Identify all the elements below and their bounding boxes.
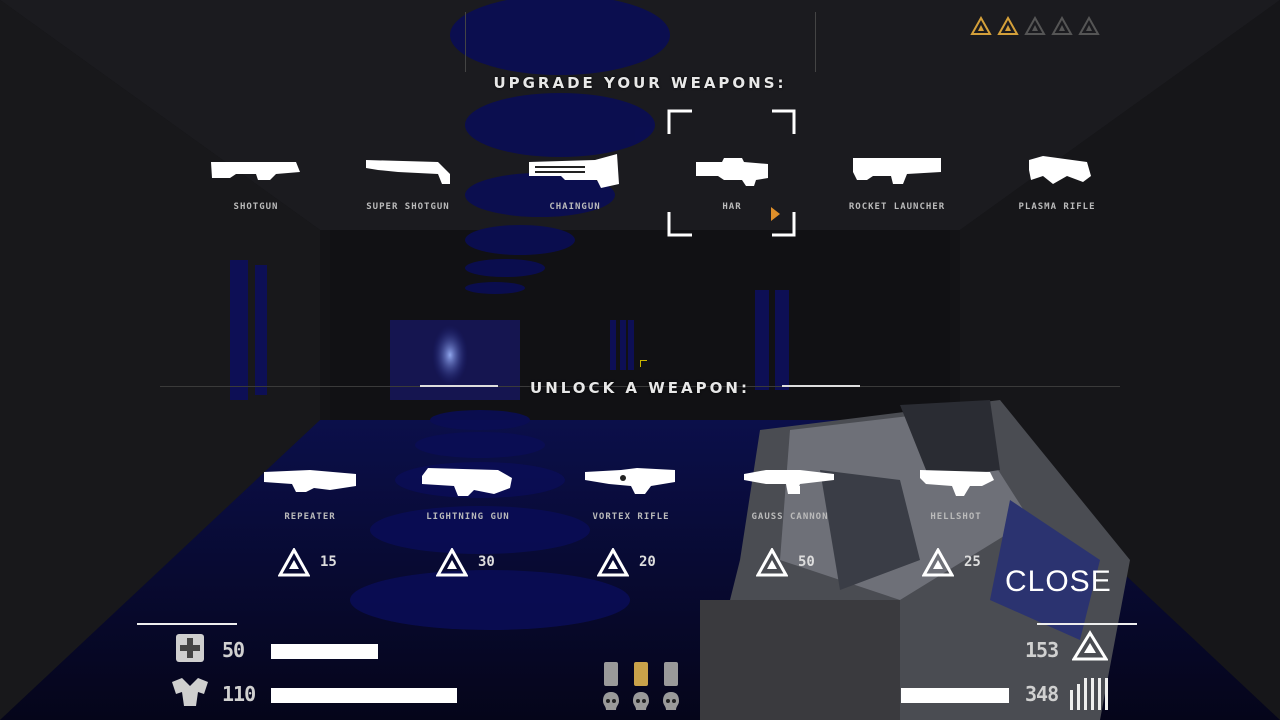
unlock-weapon-gauss-cannon[interactable]: GAUSS CANNON bbox=[720, 460, 860, 540]
upgrade-token-row bbox=[970, 16, 1110, 36]
keycard-icon bbox=[634, 662, 648, 686]
hud-line bbox=[137, 623, 237, 625]
unlock-title: UNLOCK A WEAPON: bbox=[530, 379, 750, 397]
unlock-weapon-lightning-gun[interactable]: LIGHTNING GUN bbox=[398, 460, 538, 540]
health-bar bbox=[271, 644, 378, 659]
skull-icon bbox=[663, 692, 679, 710]
upgrade-weapon-har[interactable]: HAR bbox=[662, 150, 802, 230]
upgrade-token-icon bbox=[921, 546, 955, 577]
health-value: 50 bbox=[222, 638, 245, 662]
skull-icon bbox=[603, 692, 619, 710]
selection-brackets bbox=[667, 109, 796, 237]
armor-value: 110 bbox=[222, 682, 256, 706]
points-value: 153 bbox=[1025, 638, 1059, 662]
cost-value: 25 bbox=[964, 554, 981, 570]
divider-line bbox=[160, 386, 1120, 387]
unlock-weapon-repeater[interactable]: REPEATER bbox=[240, 460, 380, 540]
har-icon bbox=[696, 158, 768, 186]
close-button[interactable]: CLOSE bbox=[1005, 565, 1112, 598]
divider-accent bbox=[782, 385, 860, 387]
weapon-label: REPEATER bbox=[284, 512, 336, 522]
cost-repeater: 15 bbox=[277, 546, 368, 578]
weapon-label: GAUSS CANNON bbox=[751, 512, 829, 522]
shotgun-icon bbox=[211, 162, 300, 180]
upgrade-token-icon bbox=[277, 546, 311, 577]
weapon-label: PLASMA RIFLE bbox=[1018, 202, 1096, 212]
weapon-label: HAR bbox=[722, 202, 742, 212]
upgrade-token-icon bbox=[1072, 630, 1108, 661]
upgrade-title: UPGRADE YOUR WEAPONS: bbox=[493, 74, 787, 92]
skull-icon bbox=[633, 692, 649, 710]
upgrade-token-icon bbox=[435, 546, 469, 577]
weapon-label: CHAINGUN bbox=[549, 202, 601, 212]
plasma-rifle-icon bbox=[1029, 156, 1091, 184]
frame-line bbox=[465, 12, 466, 72]
weapon-label: LIGHTNING GUN bbox=[426, 512, 510, 522]
divider-accent bbox=[420, 385, 498, 387]
cost-value: 20 bbox=[639, 554, 656, 570]
vortex-rifle-icon bbox=[585, 468, 675, 494]
upgrade-weapon-chaingun[interactable]: CHAINGUN bbox=[505, 150, 645, 230]
unlock-weapon-vortex-rifle[interactable]: VORTEX RIFLE bbox=[561, 460, 701, 540]
armor-bar bbox=[271, 688, 457, 703]
keycard-icon bbox=[664, 662, 678, 686]
token-filled-icon bbox=[997, 16, 1019, 35]
weapon-label: SHOTGUN bbox=[233, 202, 279, 212]
repeater-icon bbox=[264, 470, 356, 492]
keycard-row bbox=[598, 660, 688, 718]
hellshot-icon bbox=[920, 470, 994, 496]
cost-hellshot: 25 bbox=[921, 546, 1012, 578]
weapon-label: VORTEX RIFLE bbox=[592, 512, 670, 522]
weapon-label: ROCKET LAUNCHER bbox=[848, 202, 946, 212]
lightning-gun-icon bbox=[422, 468, 512, 496]
upgrade-weapon-super-shotgun[interactable]: SUPER SHOTGUN bbox=[338, 150, 478, 230]
upgrade-token-icon bbox=[596, 546, 630, 577]
upgrade-weapon-shotgun[interactable]: SHOTGUN bbox=[186, 150, 326, 230]
ammo-bar bbox=[901, 688, 1009, 703]
cursor-arrow-icon bbox=[771, 207, 780, 221]
crosshair bbox=[640, 360, 647, 367]
upgrade-weapon-plasma-rifle[interactable]: PLASMA RIFLE bbox=[987, 150, 1127, 230]
token-filled-icon bbox=[970, 16, 992, 35]
armor-icon bbox=[172, 678, 208, 706]
upgrade-weapon-rocket-launcher[interactable]: ROCKET LAUNCHER bbox=[827, 150, 967, 230]
token-empty-icon bbox=[1078, 16, 1100, 35]
ammo-value: 348 bbox=[1025, 682, 1059, 706]
cost-value: 15 bbox=[320, 554, 337, 570]
health-icon bbox=[176, 634, 204, 662]
upgrade-token-icon bbox=[755, 546, 789, 577]
frame-line bbox=[815, 12, 816, 72]
token-empty-icon bbox=[1024, 16, 1046, 35]
keycard-icon bbox=[604, 662, 618, 686]
gauss-cannon-icon bbox=[744, 470, 834, 494]
token-empty-icon bbox=[1051, 16, 1073, 35]
weapon-label: SUPER SHOTGUN bbox=[366, 202, 450, 212]
ammo-icon bbox=[1070, 678, 1108, 710]
hud-line bbox=[1037, 623, 1137, 625]
weapon-label: HELLSHOT bbox=[930, 512, 982, 522]
cost-gauss-cannon: 50 bbox=[755, 546, 846, 578]
rocket-launcher-icon bbox=[853, 158, 941, 184]
chaingun-icon bbox=[529, 154, 619, 188]
cost-lightning-gun: 30 bbox=[435, 546, 526, 578]
super-shotgun-icon bbox=[366, 160, 450, 184]
cost-vortex-rifle: 20 bbox=[596, 546, 687, 578]
cost-value: 50 bbox=[798, 554, 815, 570]
unlock-weapon-hellshot[interactable]: HELLSHOT bbox=[886, 460, 1026, 540]
cost-value: 30 bbox=[478, 554, 495, 570]
